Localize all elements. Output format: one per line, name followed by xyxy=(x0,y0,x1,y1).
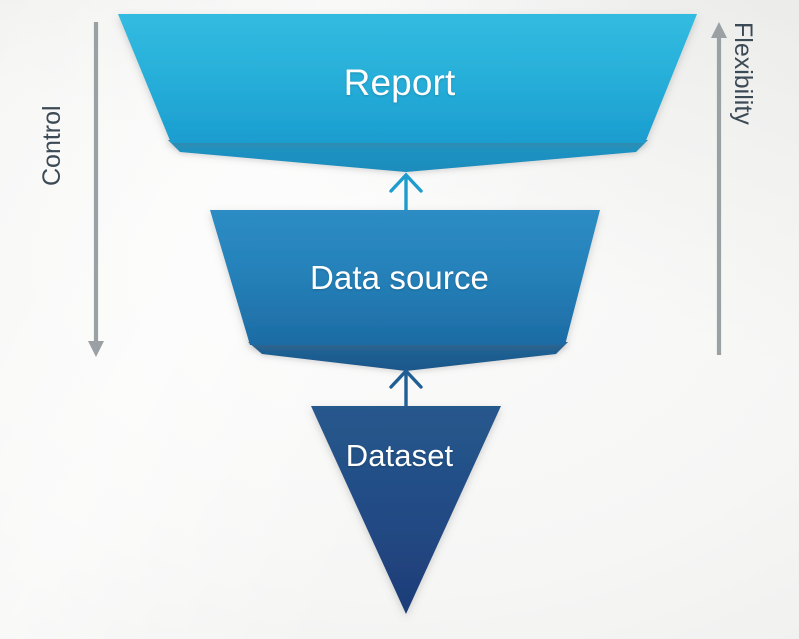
stage-report[interactable] xyxy=(118,14,697,172)
dataset-body xyxy=(311,406,501,614)
control-arrowhead-down-icon xyxy=(88,341,104,357)
report-body xyxy=(118,14,697,143)
axis-control xyxy=(88,22,104,357)
report-fold-band xyxy=(168,140,648,172)
data-source-fold-band xyxy=(248,342,568,371)
data-source-body xyxy=(210,210,600,345)
axis-flexibility xyxy=(711,22,727,355)
stage-data-source[interactable] xyxy=(210,210,600,371)
arrow-head xyxy=(389,368,423,389)
stage-dataset[interactable] xyxy=(311,406,501,614)
flexibility-arrowhead-up-icon xyxy=(711,22,727,38)
arrow-head xyxy=(389,172,423,193)
